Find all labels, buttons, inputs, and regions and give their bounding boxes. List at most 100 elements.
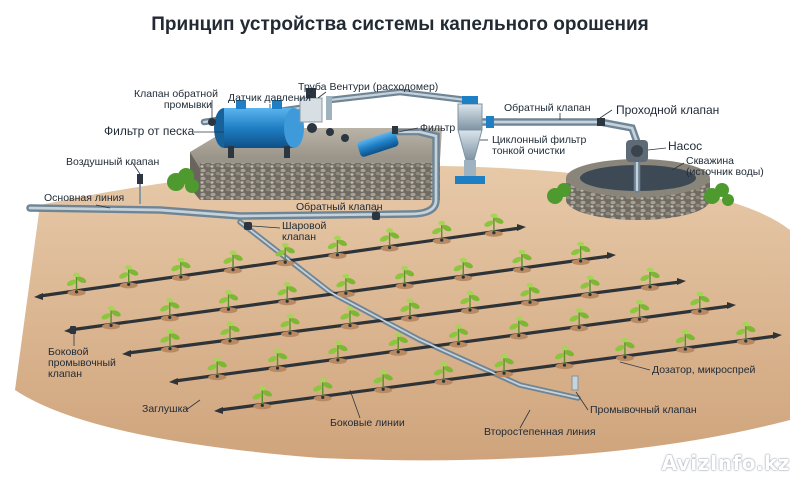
leader-line-5 [599,109,613,119]
plant-43 [615,337,635,362]
plant-leaf [690,298,700,306]
dripper [456,342,461,346]
plant-leaf [217,361,227,368]
plant-leaf [336,281,346,288]
plant-leaf [455,324,463,329]
plant-leaf [554,352,565,360]
dripper [260,403,264,407]
plant-18 [570,241,591,266]
label-end-cap: Заглушка [142,403,189,415]
plant-leaf [166,298,174,303]
station-pipe-c-highlight [480,120,639,144]
plant-leaf [494,217,504,224]
plant-leaf [319,378,327,383]
plant-22 [340,306,360,330]
plant-leaf [327,242,338,250]
end-cap-5 [214,407,223,414]
watermark: AvizInfo.kz [661,451,790,475]
plant-24 [460,290,480,315]
plant-leaf [463,261,473,269]
plant-leaf [379,370,387,375]
dripper [440,238,444,242]
plant-3 [171,257,191,282]
plant-leaf [577,241,585,247]
dripper [74,290,79,294]
plant-leaf [160,336,170,343]
plant-36 [690,291,710,316]
plant-leaf [615,344,625,352]
plant-28 [207,357,227,381]
end-cap-right-2 [607,252,616,259]
plant-leaf [509,323,519,330]
plant-8 [432,220,452,245]
plant-leaf [742,321,750,327]
plants-layer [66,213,756,410]
plant-45 [736,321,756,346]
plant-leaf [579,312,589,319]
leader-line-16 [619,361,651,371]
dripper [637,317,642,321]
plant-leaf [515,316,523,321]
plant-leaf [373,377,383,384]
cyclone-filter [455,96,494,184]
plant-leaf [406,298,414,303]
plant-13 [277,282,297,306]
end-cap-right-3 [677,278,686,285]
dripper [381,387,385,391]
plant-34 [569,308,589,332]
label-main-line: Основная линия [44,192,125,204]
station-pipe-b-highlight [328,90,468,102]
leader-line-9 [647,147,667,151]
label-filter: Фильтр [420,122,456,134]
bushes [167,168,734,206]
label-check-valve-mid: Обратный клапан [296,201,383,213]
plant-leaf [650,271,660,279]
plant-leaf [207,364,217,371]
dripper [228,339,232,343]
plant-17 [512,249,532,274]
plant-leaf [440,362,448,367]
dripper [528,300,532,304]
leader-line-17 [185,399,201,411]
plant-leaf [433,369,444,376]
plant-leaf [401,265,409,271]
plant-leaf [398,336,408,344]
dripper [321,395,325,399]
plant-leaf [213,357,221,362]
plant-leaf [323,382,333,389]
plant-leaf [223,257,233,264]
dripper [468,308,472,312]
plant-leaf [438,220,446,226]
plant-leaf [746,325,756,333]
end-cap-right-1 [517,224,526,231]
plant-leaf [504,358,514,365]
dripper [562,363,567,367]
plant-leaf [681,329,689,335]
plant-39 [373,370,393,394]
end-cap-1 [34,293,43,300]
dripper [461,275,465,279]
leader-line-12 [95,204,111,209]
dripper [517,333,521,338]
plant-leaf [286,313,294,319]
plant-leaf [519,320,529,327]
dripper [744,339,748,343]
plant-leaf [275,250,285,257]
field-valves [70,212,579,391]
plant-leaf [224,290,232,295]
plant-leaf [170,302,180,309]
main-line-pipe-highlight [28,130,438,218]
dripper [683,347,687,351]
plant-leaf [560,345,568,351]
dripper [492,231,496,235]
end-cap-4 [169,378,178,385]
plant-leaf [333,235,341,241]
label-dripper: Дозатор, микроспрей [652,364,756,376]
leader-line-20 [519,409,531,429]
plant-leaf [177,257,185,263]
plant-leaf [111,310,121,317]
plant-leaf [484,220,494,227]
plant-2 [119,265,139,289]
